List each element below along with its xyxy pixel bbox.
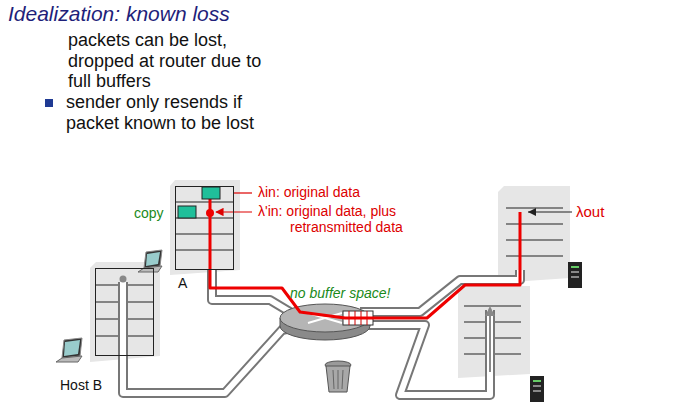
rate-label: λ'in: original data, plus retransmitted … xyxy=(258,203,465,235)
dot xyxy=(206,209,214,217)
leader-arrow xyxy=(216,211,252,212)
body-text: packets can be lost, dropped at router d… xyxy=(68,30,288,92)
server-icon xyxy=(530,376,544,402)
dot xyxy=(120,276,127,283)
bullet-text: sender only resends if packet known to b… xyxy=(66,92,286,133)
copy-label: copy xyxy=(134,205,164,221)
shadow xyxy=(498,186,570,283)
flow-line xyxy=(489,312,491,372)
arrowhead xyxy=(528,208,536,216)
host-buffer: Host B xyxy=(95,268,154,356)
leader-line xyxy=(234,192,252,193)
laptop-icon xyxy=(56,338,82,362)
host-buffer: A xyxy=(175,186,234,270)
router xyxy=(280,304,373,340)
slide-title: Idealization: known loss xyxy=(8,2,230,26)
packet-copy xyxy=(178,206,196,218)
rate-label: λout xyxy=(576,203,604,220)
shadow xyxy=(170,180,240,275)
arrowhead xyxy=(485,306,495,316)
bullet xyxy=(45,99,53,107)
packet xyxy=(202,187,220,199)
host-label: Host B xyxy=(60,377,102,393)
host-label: A xyxy=(178,275,187,291)
server-icon xyxy=(568,262,582,288)
rate-label: λin: original data xyxy=(258,184,360,200)
trash-can xyxy=(325,361,351,392)
data-path xyxy=(210,196,520,318)
note: no buffer space! xyxy=(290,285,390,301)
